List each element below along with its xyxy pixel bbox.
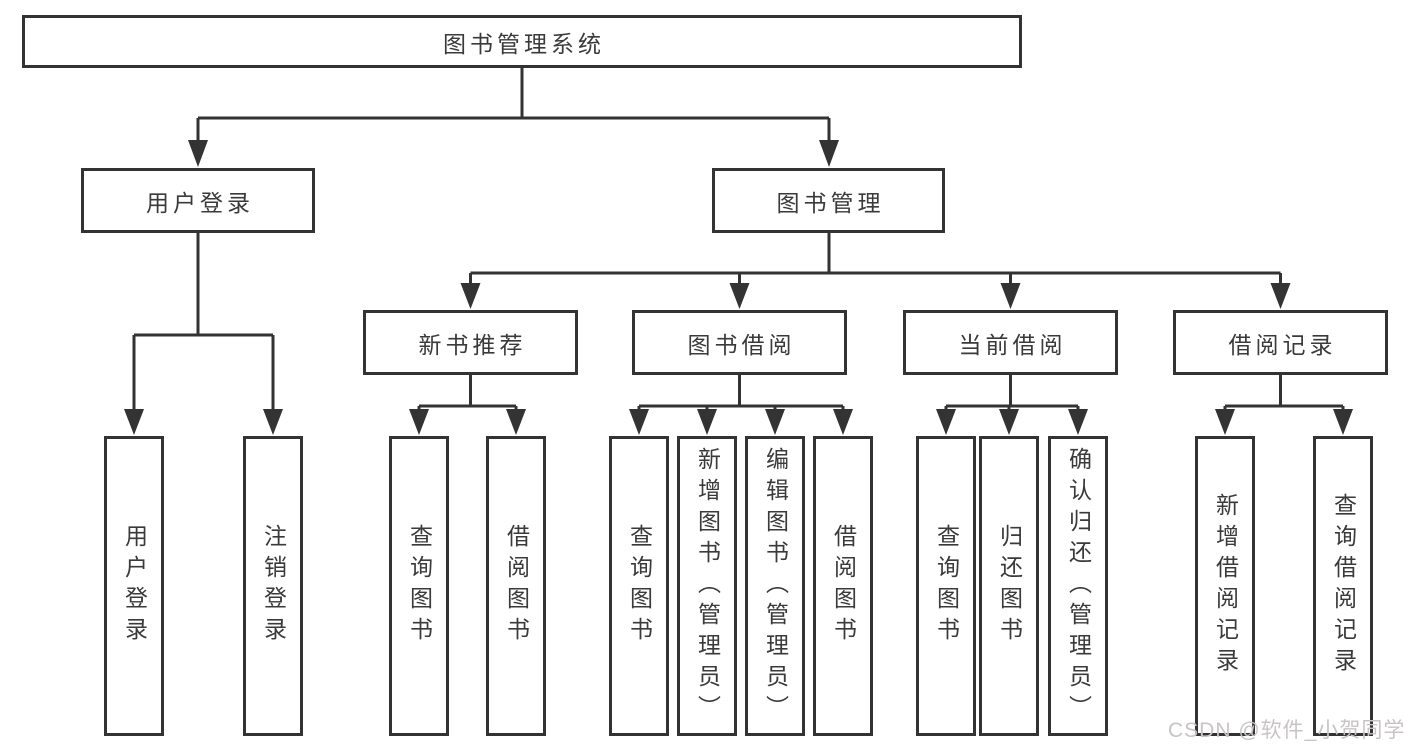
leaf-add-book-admin: 新增图书（管理员） [677, 436, 737, 736]
leaf-borrow-books-recommend: 借阅图书 [486, 436, 546, 736]
leaf-user-login: 用户登录 [104, 436, 164, 736]
leaf-borrow-books-borrow-label: 借阅图书 [830, 524, 857, 648]
arrow-icon [629, 409, 649, 435]
leaf-borrow-books-recommend-label: 借阅图书 [503, 524, 530, 648]
leaf-query-borrow-record: 查询借阅记录 [1313, 436, 1373, 736]
leaf-query-books-current: 查询图书 [916, 436, 976, 736]
leaf-borrow-books-borrow: 借阅图书 [813, 436, 873, 736]
leaf-return-books-label: 归还图书 [996, 524, 1023, 648]
node-borrowing-records: 借阅记录 [1173, 310, 1388, 375]
arrow-icon [1068, 409, 1088, 435]
leaf-query-books-borrow: 查询图书 [609, 436, 669, 736]
node-current-borrowing-label: 当前借阅 [958, 331, 1067, 358]
leaf-return-books: 归还图书 [979, 436, 1039, 736]
arrow-icon [1215, 409, 1235, 435]
node-root-label: 图书管理系统 [443, 30, 605, 57]
leaf-add-borrow-record-label: 新增借阅记录 [1212, 493, 1239, 679]
node-root: 图书管理系统 [22, 15, 1022, 68]
leaf-confirm-return-admin: 确认归还（管理员） [1048, 436, 1108, 736]
arrow-icon [124, 409, 144, 435]
arrowheads [124, 140, 1353, 435]
node-book-borrowing: 图书借阅 [632, 310, 847, 375]
node-current-borrowing: 当前借阅 [903, 310, 1118, 375]
node-user-login-label: 用户登录 [146, 189, 254, 216]
node-user-login: 用户登录 [81, 168, 315, 233]
leaf-add-book-admin-label: 新增图书（管理员） [694, 446, 721, 726]
leaf-logout: 注销登录 [243, 436, 303, 736]
leaf-add-borrow-record: 新增借阅记录 [1195, 436, 1255, 736]
node-book-management-label: 图书管理 [776, 189, 885, 216]
node-book-borrowing-label: 图书借阅 [687, 331, 796, 358]
leaf-query-books-borrow-label: 查询图书 [626, 524, 653, 648]
node-book-management: 图书管理 [712, 168, 945, 233]
arrow-icon [936, 409, 956, 435]
arrow-icon [819, 140, 839, 167]
arrow-icon [506, 409, 526, 435]
arrow-icon [1000, 283, 1021, 309]
leaf-user-login-label: 用户登录 [121, 524, 148, 648]
arrow-icon [697, 409, 717, 435]
leaf-logout-label: 注销登录 [260, 524, 287, 648]
node-new-book-recommendation: 新书推荐 [363, 310, 578, 375]
arrow-icon [1270, 283, 1291, 309]
node-borrowing-records-label: 借阅记录 [1228, 331, 1337, 358]
csdn-watermark: CSDN @软件_小贺同学 [1168, 719, 1405, 742]
leaf-query-books-recommend: 查询图书 [389, 436, 449, 736]
arrow-icon [409, 409, 429, 435]
leaf-query-borrow-record-label: 查询借阅记录 [1330, 493, 1357, 679]
arrow-icon [765, 409, 785, 435]
node-new-book-recommendation-label: 新书推荐 [418, 331, 527, 358]
leaf-query-books-current-label: 查询图书 [933, 524, 960, 648]
arrow-icon [263, 409, 283, 435]
leaf-edit-book-admin-label: 编辑图书（管理员） [762, 446, 789, 726]
arrow-icon [833, 409, 853, 435]
leaf-query-books-recommend-label: 查询图书 [406, 524, 433, 648]
arrow-icon [729, 283, 750, 309]
leaf-edit-book-admin: 编辑图书（管理员） [745, 436, 805, 736]
arrow-icon [188, 140, 208, 167]
arrow-icon [1333, 409, 1353, 435]
arrow-icon [460, 283, 481, 309]
leaf-confirm-return-admin-label: 确认归还（管理员） [1065, 446, 1092, 726]
arrow-icon [999, 409, 1019, 435]
